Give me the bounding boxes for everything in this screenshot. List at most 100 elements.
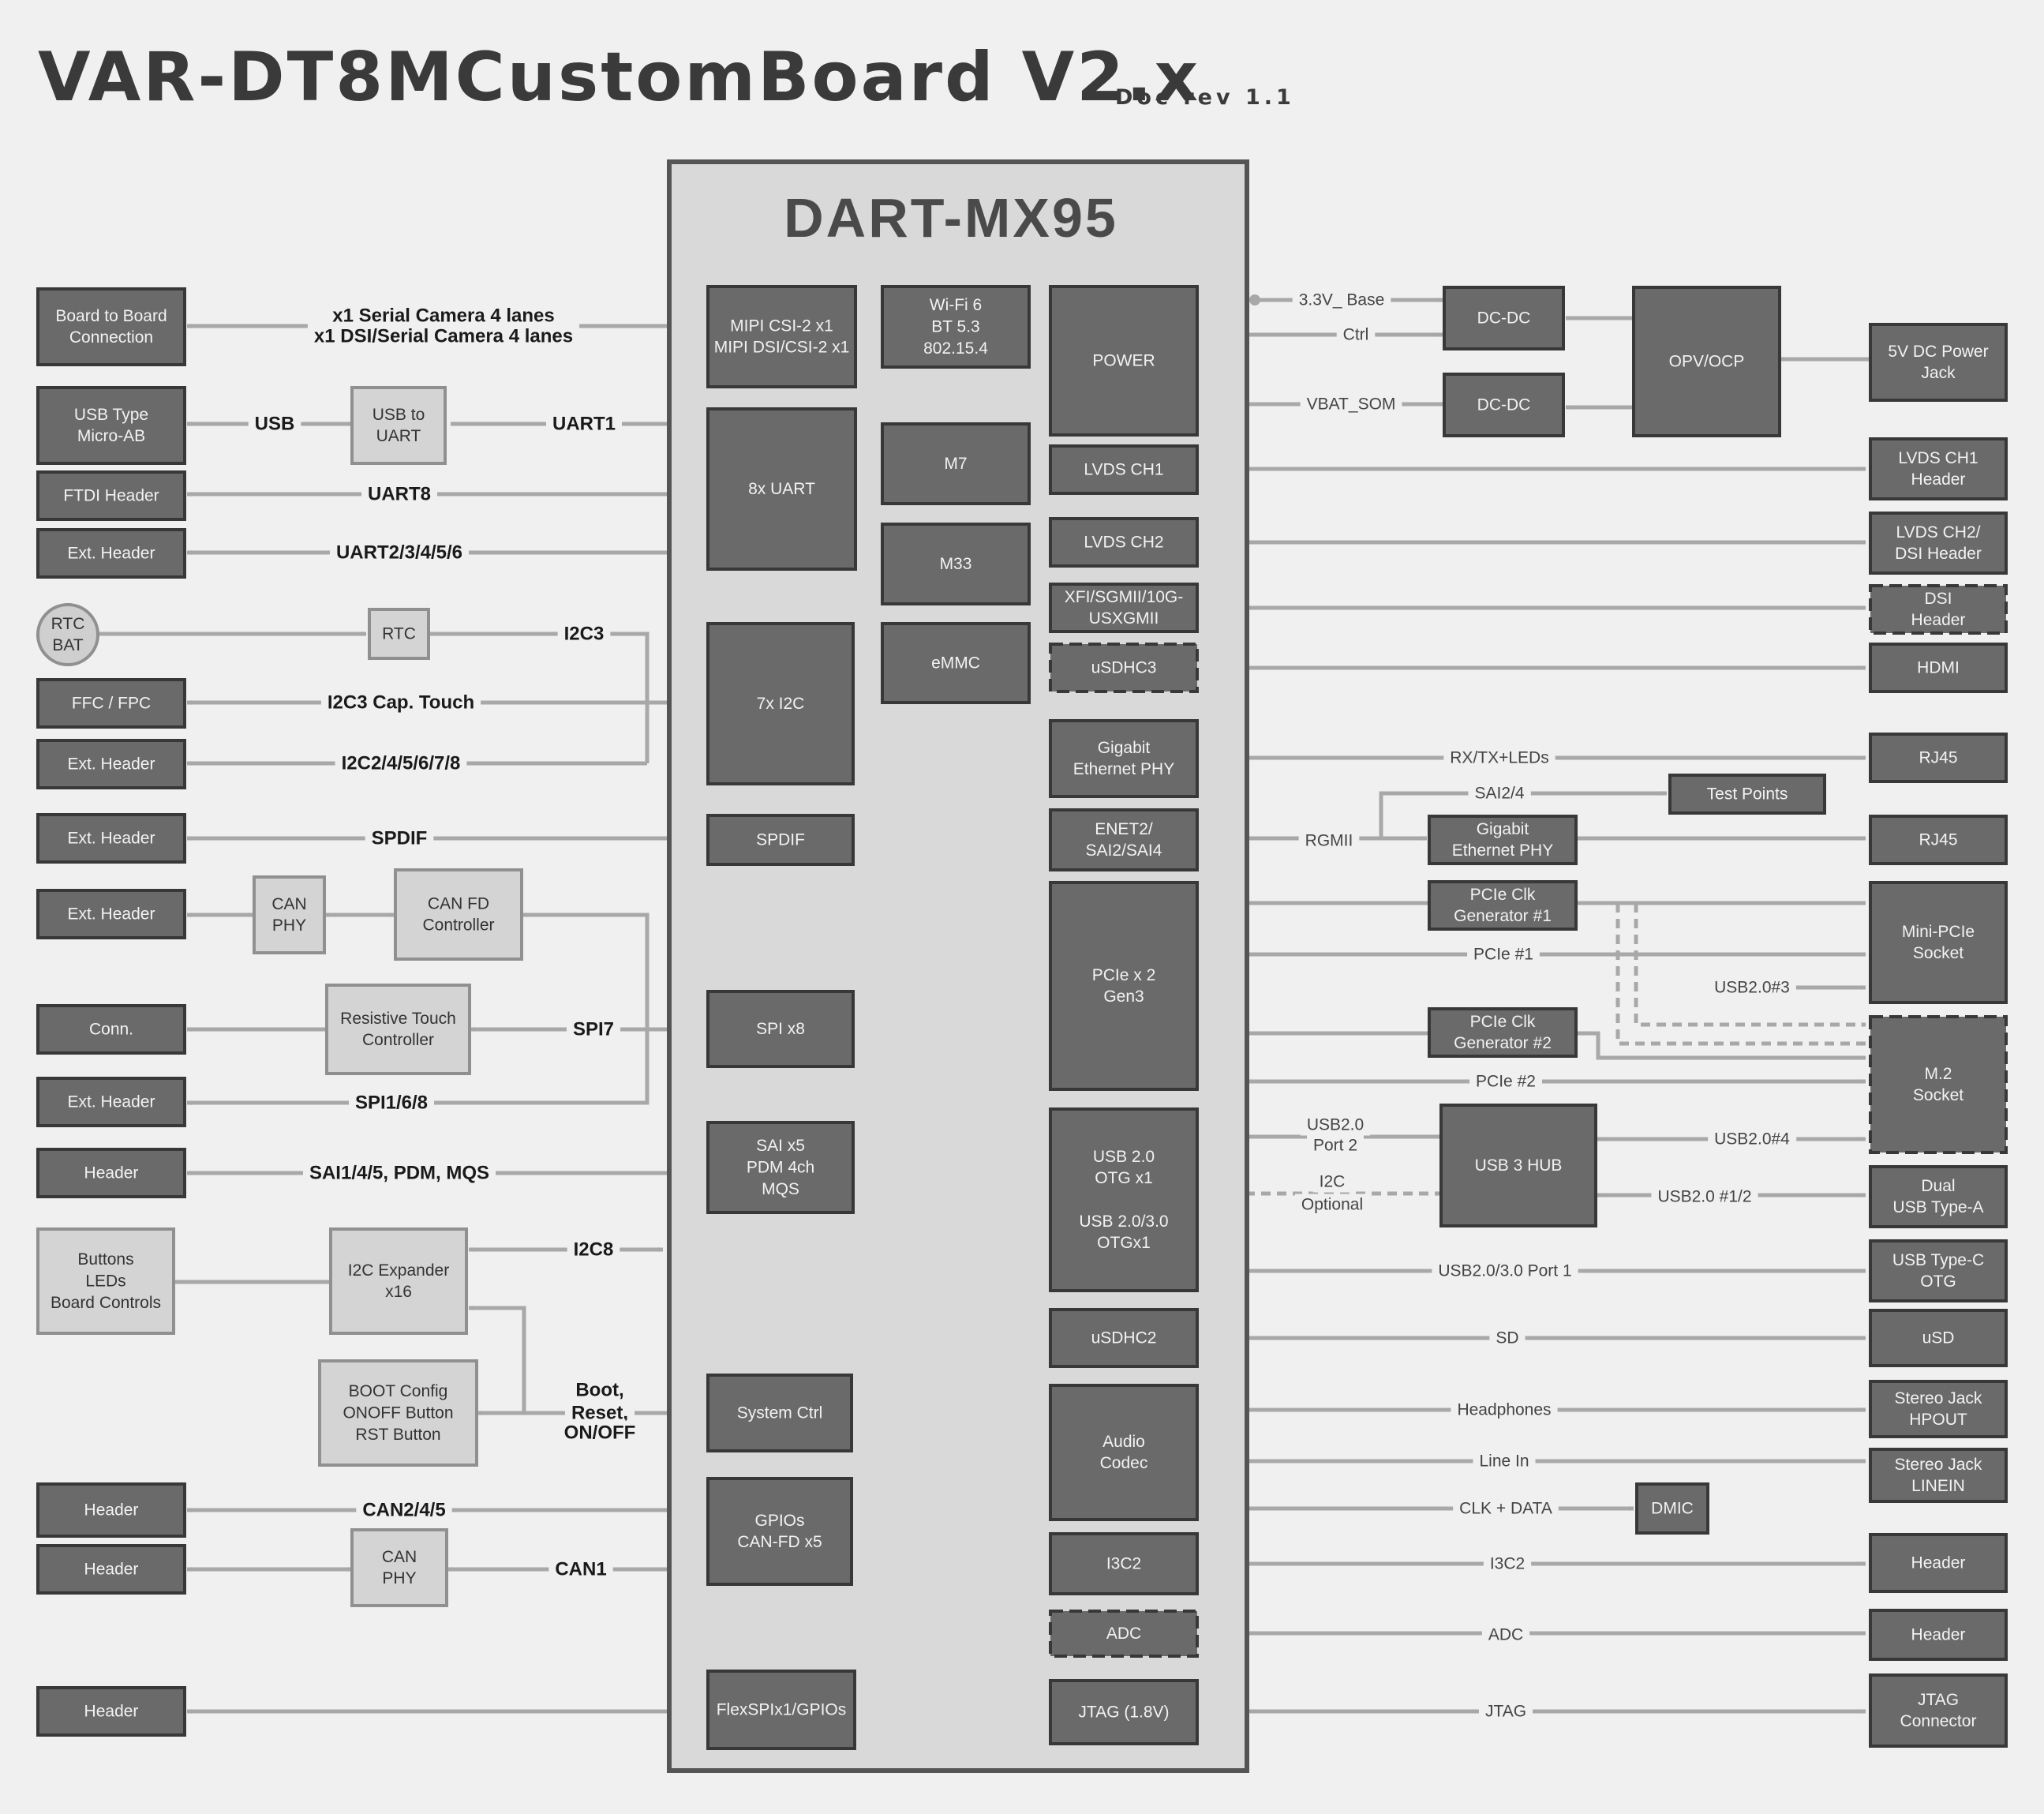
block-ext-spdif: Ext. Header <box>36 813 186 864</box>
block-rj45-2-text: RJ45 <box>1919 831 1957 849</box>
block-spi: SPI x8 <box>706 990 855 1068</box>
block-ext-i2c-text: Ext. Header <box>68 755 155 774</box>
block-hdr-adc: Header <box>1869 1609 2008 1661</box>
label-i2c8-bg <box>567 1237 620 1262</box>
label-sai: SAI1/4/5, PDM, MQS <box>309 1163 489 1184</box>
block-pcieclk2-text: Generator #2 <box>1454 1034 1552 1052</box>
block-pcie-text: Gen3 <box>1103 988 1144 1006</box>
block-i3c2-text: I3C2 <box>1106 1555 1141 1573</box>
wire-sai24 <box>1379 791 1668 838</box>
block-gbe-text: Ethernet PHY <box>1073 760 1174 778</box>
block-buttons-text: Board Controls <box>51 1294 161 1312</box>
block-testpoints-text: Test Points <box>1707 785 1788 804</box>
block-usdhc2-shape <box>1049 1308 1199 1368</box>
label-spi7-bg <box>566 1017 621 1042</box>
label-linein-bg <box>1473 1450 1536 1472</box>
block-adc-text: ADC <box>1106 1625 1141 1643</box>
block-hdmi-text: HDMI <box>1917 659 1960 677</box>
block-i2c: 7x I2C <box>706 622 855 785</box>
label-sai24-bg <box>1468 782 1531 804</box>
label-can1-bg <box>548 1557 613 1582</box>
wire-spi168 <box>186 1029 650 1105</box>
label-i2c8: I2C8 <box>574 1239 614 1261</box>
block-enet2-shape <box>1049 808 1199 871</box>
block-dcjack-text: 5V DC Power <box>1888 343 1988 361</box>
block-dcdc1-text: DC-DC <box>1477 309 1531 328</box>
block-usbhub: USB 3 HUB <box>1439 1104 1597 1227</box>
label-clkdata-bg <box>1453 1497 1559 1520</box>
label-33v: 3.3V_ Base <box>1299 291 1385 309</box>
label-i2c2: I2C2/4/5/6/7/8 <box>342 753 461 774</box>
block-xfi-shape <box>1049 583 1199 633</box>
block-sai-text: MQS <box>762 1180 799 1198</box>
block-ext-spdif-text: Ext. Header <box>68 830 155 848</box>
block-jtag-shape <box>1049 1679 1199 1745</box>
block-dmic-shape <box>1635 1482 1709 1535</box>
block-gpios-text: CAN-FD x5 <box>737 1533 822 1551</box>
block-gbe-phy2-shape <box>1428 815 1578 865</box>
block-ext-uart-text: Ext. Header <box>68 545 155 563</box>
block-conn-text: Conn. <box>89 1021 133 1039</box>
block-wifi-shape <box>881 285 1031 369</box>
block-minipcie-shape <box>1869 881 2008 1004</box>
block-dsi-hdr-text: DSI <box>1924 590 1952 608</box>
label-pcie1: PCIe #1 <box>1473 946 1533 964</box>
block-hdr-can1-shape <box>36 1544 186 1595</box>
block-canfd-text: Controller <box>422 916 494 935</box>
block-rj45-1: RJ45 <box>1869 733 2008 783</box>
block-linein-shape <box>1869 1448 2008 1503</box>
label-usbport1-bg <box>1432 1260 1578 1282</box>
block-i3c2: I3C2 <box>1049 1532 1199 1595</box>
block-usdhc2-text: uSDHC2 <box>1091 1329 1157 1347</box>
label-usbport2a-bg <box>1300 1114 1371 1136</box>
block-wifi-text: BT 5.3 <box>931 318 979 336</box>
label-i2copt2: Optional <box>1301 1196 1363 1214</box>
block-rtc-text: RTC <box>382 625 416 643</box>
block-sai-text: SAI x5 <box>756 1137 805 1155</box>
block-ext-can-text: Ext. Header <box>68 905 155 924</box>
block-usb-text: USB 2.0/3.0 <box>1079 1212 1168 1231</box>
block-pcie-shape <box>1049 881 1199 1091</box>
block-gbe-text: Gigabit <box>1098 739 1151 757</box>
block-ext-can-shape <box>36 889 186 939</box>
block-usb-shape <box>1049 1108 1199 1292</box>
label-uart1: UART1 <box>552 414 616 435</box>
block-opv-shape <box>1632 286 1781 437</box>
block-gbe-phy2-text: Gigabit <box>1477 820 1529 838</box>
block-can-phy1-text: PHY <box>272 916 306 935</box>
label-cam2: x1 DSI/Serial Camera 4 lanes <box>314 326 573 347</box>
block-dcdc2: DC-DC <box>1443 373 1565 437</box>
label-ctrl-bg <box>1336 324 1376 346</box>
block-dcdc2-text: DC-DC <box>1477 396 1531 414</box>
block-m7-shape <box>881 422 1031 505</box>
block-audio-text: Codec <box>1100 1454 1148 1472</box>
label-vbat-bg <box>1300 393 1402 415</box>
label-sd-bg <box>1489 1327 1526 1349</box>
block-usb-micro-text: USB Type <box>74 406 148 424</box>
block-hdr-adc-text: Header <box>1911 1626 1966 1644</box>
label-cam1: x1 Serial Camera 4 lanes <box>332 305 555 327</box>
block-dcjack-text: Jack <box>1921 364 1956 382</box>
block-lvds1-text: LVDS CH1 <box>1084 461 1163 479</box>
block-jtagconn-text: Connector <box>1900 1712 1977 1730</box>
block-boot-shape <box>318 1359 478 1467</box>
block-can-phy2-text: PHY <box>382 1569 416 1587</box>
label-adc: ADC <box>1488 1626 1523 1644</box>
block-jtagconn-shape <box>1869 1673 2008 1748</box>
block-hdr-can1: Header <box>36 1544 186 1595</box>
block-usd: uSD <box>1869 1309 2008 1367</box>
label-boot2: Reset, <box>571 1403 628 1424</box>
block-usbhub-text: USB 3 HUB <box>1475 1156 1563 1175</box>
label-uart2: UART2/3/4/5/6 <box>336 542 462 564</box>
label-usb4: USB2.0#4 <box>1714 1130 1790 1149</box>
block-hdr-i3c: Header <box>1869 1533 2008 1593</box>
